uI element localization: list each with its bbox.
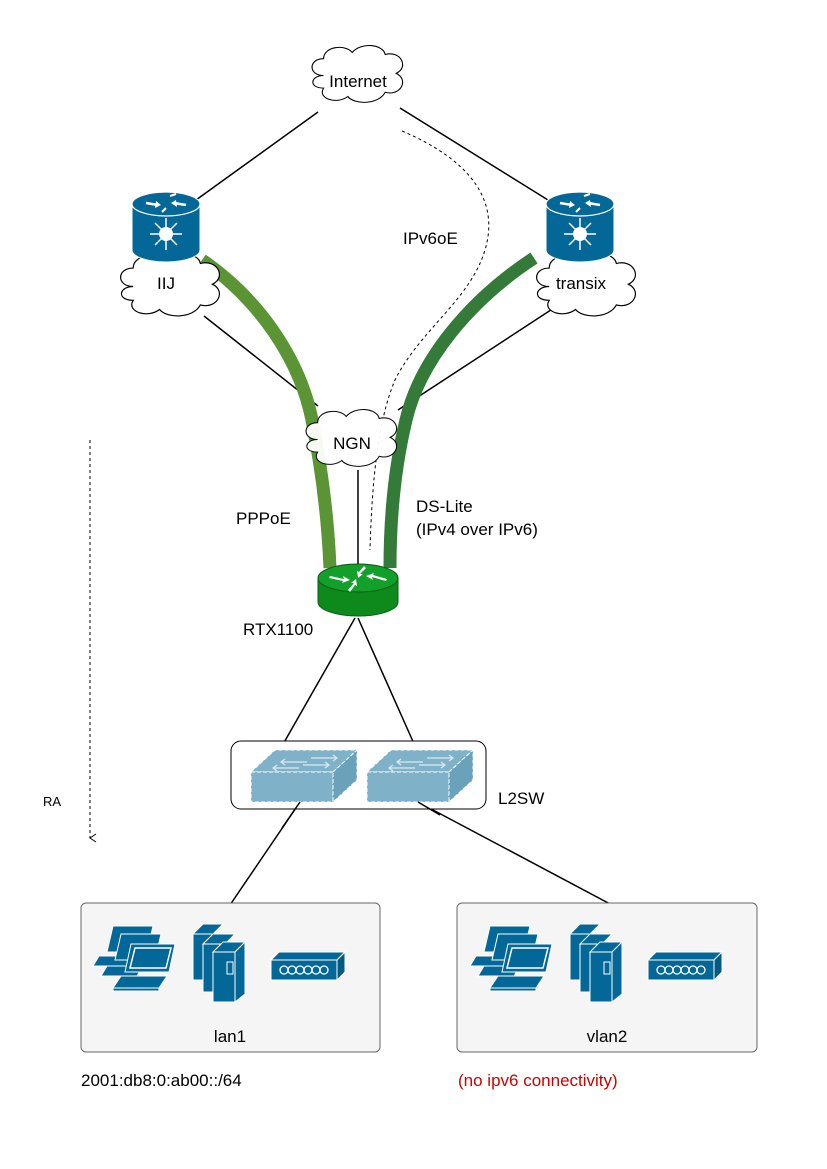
link-transix-ngn bbox=[397, 303, 561, 411]
ngn-label: NGN bbox=[333, 434, 371, 453]
iij-router-icon bbox=[130, 190, 202, 264]
pppoe-label: PPPoE bbox=[236, 509, 291, 528]
link-internet-iij bbox=[195, 111, 319, 201]
iij-label: IIJ bbox=[157, 274, 175, 293]
transix-router-icon bbox=[544, 190, 616, 264]
ra-label: RA bbox=[43, 794, 61, 809]
vlan2-connectivity-note: (no ipv6 connectivity) bbox=[458, 1071, 618, 1090]
vlan2-label: vlan2 bbox=[587, 1027, 628, 1046]
transix-label: transix bbox=[556, 274, 607, 293]
rtx1100-router-icon bbox=[317, 563, 399, 617]
rtx1100-label: RTX1100 bbox=[243, 620, 313, 639]
link-lines bbox=[195, 107, 613, 906]
dslite-label-line2: (IPv4 over IPv6) bbox=[416, 520, 538, 539]
ipv6oe-label: IPv6oE bbox=[403, 229, 458, 248]
link-router-switch-right bbox=[357, 617, 416, 747]
link-switch-vlan2 bbox=[417, 801, 613, 906]
internet-label: Internet bbox=[329, 72, 387, 91]
l2-switch-icon-2 bbox=[366, 749, 474, 803]
dslite-label-line1: DS-Lite bbox=[416, 497, 473, 516]
l2sw-label: L2SW bbox=[498, 789, 544, 808]
lan1-label: lan1 bbox=[214, 1027, 246, 1046]
l2-switch-icon-1 bbox=[250, 749, 358, 803]
dslite-tunnel bbox=[383, 252, 538, 569]
link-internet-transix bbox=[399, 107, 549, 201]
pppoe-tunnel bbox=[198, 254, 337, 569]
lan1-prefix-note: 2001:db8:0:ab00::/64 bbox=[81, 1071, 242, 1090]
link-router-switch-left bbox=[281, 617, 356, 747]
